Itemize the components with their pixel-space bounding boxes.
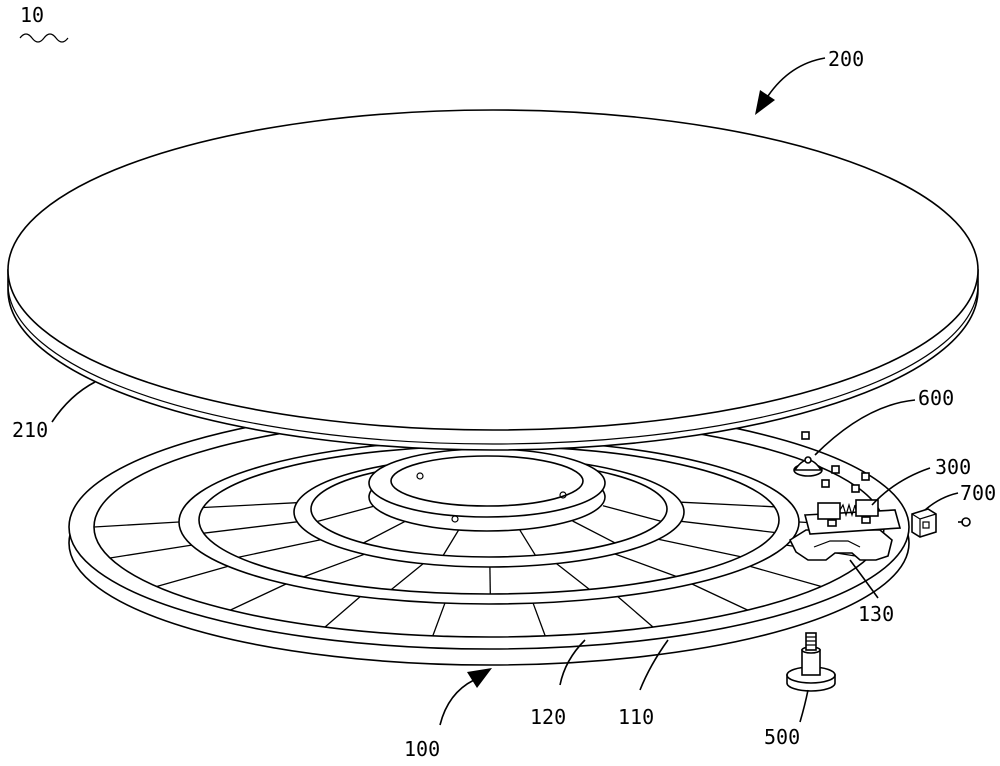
cap-body: [911, 508, 937, 538]
frame-spoke: [442, 529, 460, 556]
reference-numerals: 10 200 210 600 300 700 130 120 110 100 5…: [12, 3, 996, 761]
foot-leader: [799, 689, 809, 723]
frame-spoke: [572, 520, 616, 544]
frame-spoke: [230, 583, 287, 611]
loose-screw: [958, 517, 971, 527]
cap-edge: [911, 513, 937, 537]
screw-4: [851, 484, 860, 493]
pivot-tip: [804, 456, 812, 464]
assembly-wavy-underline: [19, 33, 69, 43]
frame-spoke: [363, 520, 406, 544]
label-inner-frame: 120: [530, 705, 566, 729]
lock-body-left: [817, 502, 841, 520]
label-top-plate-edge: 210: [12, 418, 48, 442]
lock-pin-2: [861, 516, 871, 524]
base-frame: [68, 404, 910, 666]
frame-spoke: [749, 565, 822, 588]
hub-hole-3: [451, 515, 459, 523]
lock-pin: [827, 519, 837, 527]
label-cap: 700: [960, 481, 996, 505]
hub-recess: [390, 455, 584, 507]
ring-leader: [639, 639, 669, 691]
frame-spoke: [658, 538, 741, 558]
frame-leader: [559, 639, 586, 686]
frame-spoke: [532, 602, 546, 637]
frame-spoke: [303, 553, 365, 578]
frame-spoke: [602, 505, 662, 522]
frame-spoke: [614, 553, 677, 578]
top-plate-arrowhead: [755, 90, 775, 115]
frame-spoke: [324, 596, 361, 628]
top-plate-arrow-shaft: [767, 57, 826, 97]
lock-spring: [839, 502, 857, 518]
label-assembly: 10: [20, 3, 44, 27]
frame-spoke: [238, 539, 321, 558]
frame-spoke: [556, 563, 590, 590]
screw-1: [801, 431, 810, 440]
bracket-leader: [849, 559, 879, 599]
cap-part: [911, 508, 937, 538]
screw-3: [861, 472, 870, 481]
frame-spoke: [93, 521, 180, 528]
pivot: [793, 456, 823, 477]
edge-leader: [51, 381, 96, 423]
foot-thread-lines: [806, 636, 816, 646]
label-foot: 500: [764, 725, 800, 749]
frame-spoke: [109, 544, 192, 559]
cap-slot: [922, 521, 930, 529]
frame-spoke: [681, 520, 775, 534]
frame-spoke: [156, 565, 229, 588]
label-base: 100: [404, 737, 440, 761]
base-arrowhead: [467, 668, 492, 688]
frame-spoke: [432, 602, 446, 637]
frame-spoke: [316, 505, 376, 523]
leaders: [19, 33, 959, 726]
top-plate-underside: [7, 283, 979, 445]
frame-spoke: [203, 502, 297, 509]
label-locking-unit: 300: [935, 455, 971, 479]
lock-leader: [871, 467, 931, 506]
top-plate-face: [7, 109, 979, 431]
foot-part: [786, 632, 836, 692]
frame-spoke: [617, 596, 654, 628]
base-arrow-shaft: [439, 679, 475, 726]
loose-screw-head: [961, 517, 971, 527]
top-plate: [7, 109, 979, 451]
frame-screws: [801, 431, 870, 493]
frame-spoke: [680, 501, 775, 508]
frame-spoke: [203, 521, 298, 534]
frame-spoke: [691, 583, 748, 611]
bracket-slot: [813, 540, 861, 548]
screw-5: [821, 479, 830, 488]
frame-spoke: [390, 563, 424, 591]
hub-hole-1: [416, 472, 424, 480]
label-top-plate: 200: [828, 47, 864, 71]
label-bracket: 130: [858, 602, 894, 626]
screw-2: [831, 465, 840, 474]
label-outer-ring: 110: [618, 705, 654, 729]
pivot-leader: [814, 399, 916, 456]
cap-leader: [924, 492, 959, 511]
label-pivot: 600: [918, 386, 954, 410]
hub-hole-2: [559, 491, 567, 499]
frame-spoke: [519, 529, 536, 556]
